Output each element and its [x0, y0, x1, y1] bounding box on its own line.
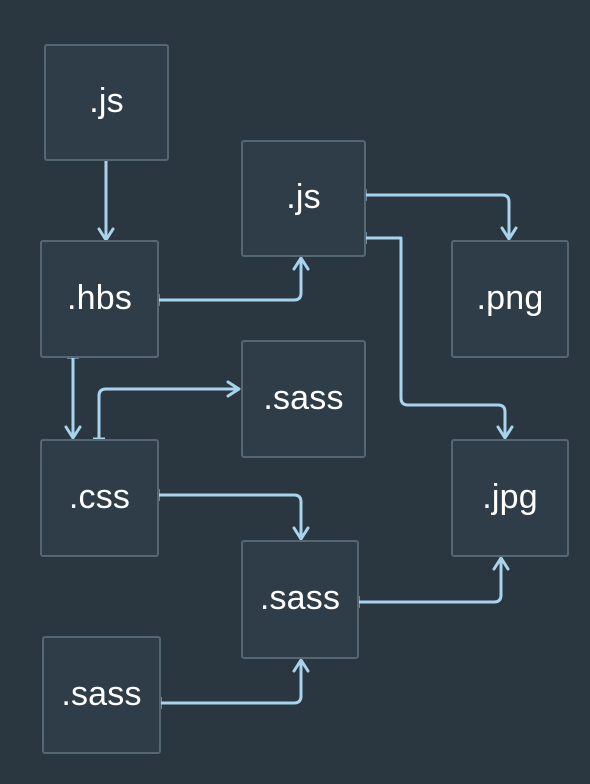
node-png-label: .png [476, 278, 544, 317]
node-png[interactable]: .png [451, 240, 569, 358]
node-hbs-label: .hbs [66, 278, 133, 317]
node-js-source[interactable]: .js [44, 44, 169, 161]
node-sass-bottom[interactable]: .sass [42, 636, 161, 754]
node-js-bundle-label: .js [286, 178, 321, 216]
node-jpg[interactable]: .jpg [451, 439, 569, 557]
node-css-label: .css [68, 477, 131, 516]
node-css[interactable]: .css [40, 439, 159, 557]
connector-js-to-png [363, 189, 518, 241]
node-jpg-label: .jpg [482, 477, 538, 516]
node-js-bundle[interactable]: .js [241, 140, 366, 257]
node-sass-bottom-label: .sass [61, 674, 142, 713]
node-js-source-label: .js [89, 82, 124, 120]
node-sass-top[interactable]: .sass [241, 340, 366, 458]
connector-js-to-hbs [97, 157, 115, 242]
node-sass-middle-label: .sass [259, 579, 341, 617]
node-sass-top-label: .sass [263, 378, 344, 417]
connector-hbs-to-css [64, 355, 82, 440]
connector-sass-bottom-to-sass-middle [158, 658, 310, 709]
node-hbs[interactable]: .hbs [40, 240, 159, 358]
node-sass-middle[interactable]: .sass [241, 540, 359, 659]
connector-hbs-to-js [156, 256, 310, 306]
connector-css-to-sass-middle [156, 489, 310, 541]
connector-css-to-sass-top [93, 380, 241, 441]
connector-sass-middle-to-jpg [356, 556, 510, 608]
